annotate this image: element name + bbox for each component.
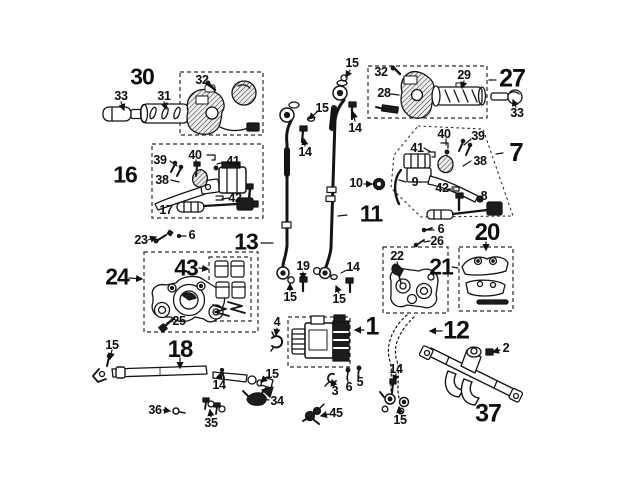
group-outlines	[143, 65, 514, 368]
dashed-box-group-27	[367, 65, 488, 119]
dashed-box-group-43	[208, 256, 252, 322]
front-brake-pads-drawing	[461, 256, 509, 305]
screw-6-right-drawing	[421, 227, 433, 233]
rear-brake-hose-drawing	[312, 74, 357, 294]
front-brake-hose-drawing	[276, 101, 316, 293]
throttle-grip-drawing	[431, 82, 487, 107]
cable-8-drawing	[426, 201, 503, 220]
circlip-3-drawing	[324, 372, 337, 387]
handlebar-bracket-drawing	[418, 345, 524, 406]
ring-36-drawing	[172, 407, 186, 415]
clamp-45-drawing	[302, 403, 325, 425]
dashed-box-group-16	[151, 143, 264, 219]
rear-brake-pads-drawing	[212, 260, 246, 317]
dashed-box-group-24	[143, 251, 259, 333]
switch-housing-right-drawing	[375, 70, 435, 119]
rear-brake-lever-drawing	[393, 138, 484, 212]
clamp-34-drawing	[242, 387, 267, 406]
cable-17-drawing	[176, 197, 259, 213]
bar-end-weight-right-drawing	[490, 89, 523, 105]
switch-housing-left-drawing	[186, 80, 260, 135]
brake-rod-drawing	[92, 353, 274, 398]
dashed-outline-group-7	[390, 125, 514, 218]
screw-26-drawing	[413, 239, 425, 248]
bolts-35-drawing	[202, 397, 226, 415]
rear-hose-outline-drawing	[379, 314, 415, 415]
screw-32-right-drawing	[390, 65, 402, 76]
leader-lines	[107, 69, 519, 419]
bolt-2-drawing	[485, 348, 499, 356]
bleed-screw-23-drawing	[153, 229, 182, 244]
bar-end-weight-left-drawing	[102, 106, 144, 122]
dashed-box-group-21	[382, 246, 449, 314]
front-brake-lever-drawing	[154, 154, 254, 211]
grommet-10-drawing	[372, 177, 386, 191]
handlebar-grip-left-drawing	[139, 103, 190, 124]
front-caliper-drawing	[389, 263, 439, 309]
screw-32-left-drawing	[205, 80, 217, 92]
dashed-box-group-20	[458, 246, 514, 312]
hydraulic-unit-drawing	[291, 314, 350, 362]
